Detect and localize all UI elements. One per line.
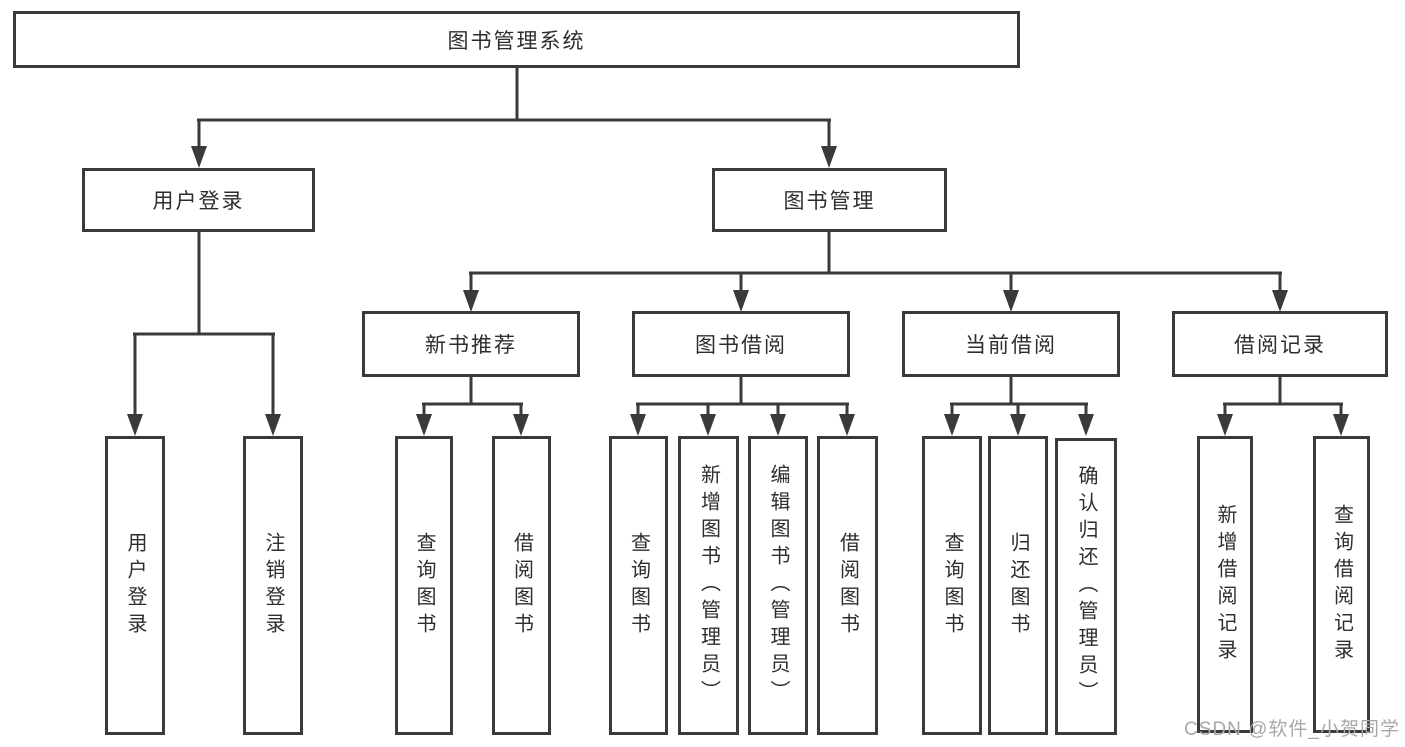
node-user-login: 用户登录	[82, 168, 315, 232]
arrowhead-borrow-books-1	[513, 414, 529, 436]
node-book-borrow: 图书借阅	[632, 311, 850, 377]
connector-new-book-recommend-split	[422, 377, 523, 416]
leaf-confirm-return-admin: 确认归还（管理员）	[1055, 438, 1117, 735]
leaf-query-books-recommend: 查询图书	[395, 436, 453, 735]
arrowhead-new-book-recommend	[463, 290, 479, 312]
arrowhead-query-books-1	[416, 414, 432, 436]
connector-book-borrow-split	[636, 377, 849, 416]
leaf-query-books-borrow: 查询图书	[609, 436, 668, 735]
arrowhead-user-login	[191, 146, 207, 168]
csdn-watermark: CSDN @软件_小贺同学	[1184, 719, 1400, 740]
arrowhead-add-borrow-record	[1217, 414, 1233, 436]
leaf-borrow-books-recommend: 借阅图书	[492, 436, 551, 735]
leaf-add-borrow-record: 新增借阅记录	[1197, 436, 1253, 733]
connector-root-to-level2	[197, 68, 831, 150]
node-book-management: 图书管理	[712, 168, 947, 232]
arrowhead-return-books	[1010, 414, 1026, 436]
leaf-add-books-admin: 新增图书（管理员）	[678, 436, 739, 735]
arrowhead-borrow-records	[1272, 290, 1288, 312]
arrowhead-leaf-logout	[265, 414, 281, 436]
leaf-return-books: 归还图书	[988, 436, 1048, 735]
arrowhead-query-books-2	[630, 414, 646, 436]
leaf-user-login: 用户登录	[105, 436, 165, 735]
connector-current-borrow-split	[950, 377, 1088, 416]
leaf-query-borrow-record: 查询借阅记录	[1313, 436, 1370, 733]
arrowhead-book-borrow	[733, 290, 749, 312]
leaf-query-books-current: 查询图书	[922, 436, 982, 735]
arrowhead-borrow-books-2	[839, 414, 855, 436]
connector-book-management-split	[469, 232, 1282, 294]
node-library-system: 图书管理系统	[13, 11, 1020, 68]
arrowhead-query-borrow-record	[1333, 414, 1349, 436]
arrowhead-query-books-3	[944, 414, 960, 436]
node-borrow-records: 借阅记录	[1172, 311, 1388, 377]
arrowhead-current-borrow	[1003, 290, 1019, 312]
node-current-borrow: 当前借阅	[902, 311, 1120, 377]
leaf-edit-books-admin: 编辑图书（管理员）	[748, 436, 808, 735]
arrowhead-confirm-return	[1078, 414, 1094, 436]
node-new-book-recommend: 新书推荐	[362, 311, 580, 377]
arrowhead-add-books	[700, 414, 716, 436]
connector-borrow-records-split	[1223, 377, 1343, 416]
arrowhead-leaf-user-login	[127, 414, 143, 436]
leaf-borrow-books-borrow: 借阅图书	[817, 436, 878, 735]
connector-user-login-split	[133, 232, 275, 418]
arrowhead-book-management	[821, 146, 837, 168]
arrowhead-edit-books	[770, 414, 786, 436]
leaf-logout-login: 注销登录	[243, 436, 303, 735]
